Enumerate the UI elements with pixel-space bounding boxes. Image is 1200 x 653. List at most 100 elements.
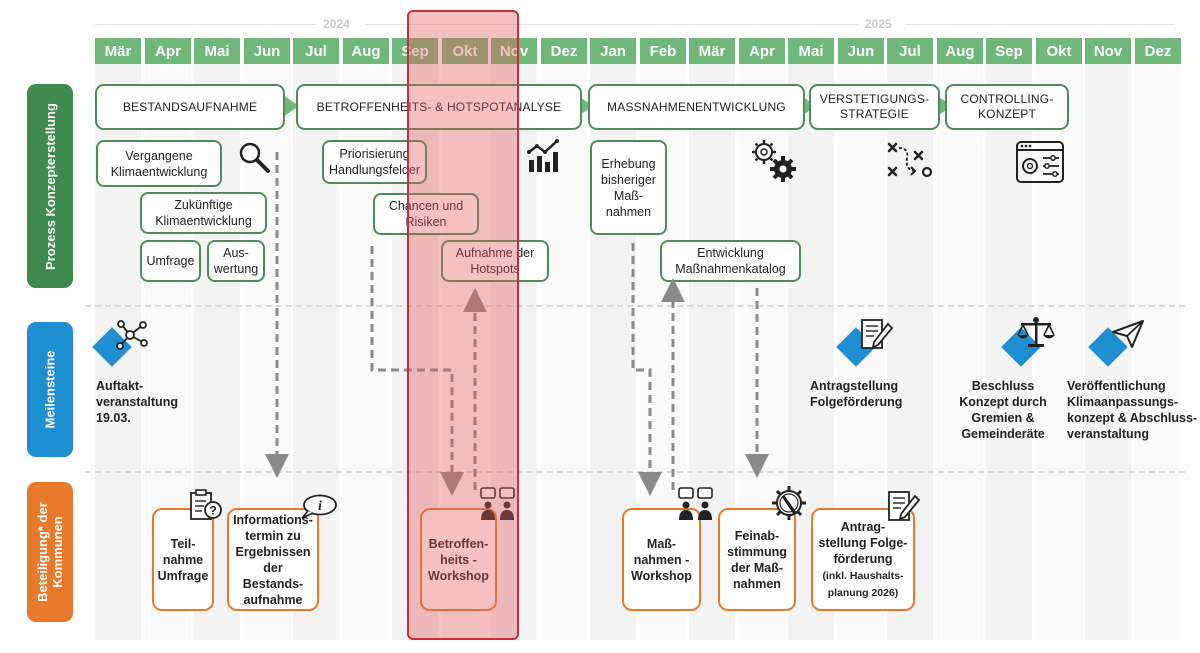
participation-info-line2: termin zu (245, 528, 301, 543)
phase-bestandsaufnahme: BESTANDSAUFNAHME (95, 84, 285, 130)
milestone-beschluss-line4: Gemeinderäte (961, 427, 1045, 441)
year-rule-left-2024 (95, 24, 317, 25)
strategy-plan-icon (887, 142, 933, 178)
task-erhebung-line3: Maß- (613, 188, 644, 203)
milestone-auftakt-line1: Auftakt- (96, 379, 144, 393)
magnifier-icon (239, 142, 270, 173)
task-zukuenftige-line2: Klimaentwicklung (155, 214, 252, 228)
month-header-13: Apr (739, 38, 785, 64)
row-label-process: Prozess Konzepterstellung (27, 84, 73, 288)
participation-antrag-line5: planung 2026) (827, 586, 899, 599)
year-label-2024: 2024 (323, 17, 350, 31)
participation-workshop1-line1: Betroffen- (428, 536, 489, 551)
phase-betroffenheitsanalyse: BETROFFENHEITS- & HOTSPOTANALYSE (296, 84, 582, 130)
participation-antrag-line4: (inkl. Haushalts- (822, 569, 904, 582)
year-rule-left-2025 (587, 24, 859, 25)
phase-bestandsaufnahme-label: BESTANDSAUFNAHME (122, 99, 258, 114)
discussion-people-icon (480, 487, 515, 520)
participation-workshop1-line3: Workshop (428, 568, 489, 583)
milestone-auftakt-line2: veranstaltung (96, 395, 178, 409)
participation-fein-line4: nahmen (733, 576, 781, 591)
participation-antragstellung-folgefoerderung: Antrag-stellung Folge-förderung(inkl. Ha… (811, 508, 915, 611)
milestone-veroeff-line1: Veröffentlichung (1067, 379, 1166, 393)
month-header-7: Okt (442, 38, 488, 64)
month-header-15: Jun (838, 38, 884, 64)
task-katalog-line2: Maßnahmenkatalog (675, 262, 786, 276)
milestone-beschluss-line3: Gremien & (971, 411, 1035, 425)
phase-betroffenheitsanalyse-label: BETROFFENHEITS- & HOTSPOTANALYSE (316, 99, 562, 114)
task-erhebung-line1: Erhebung (601, 156, 656, 171)
task-zukuenftige-line1: Zukünftige (174, 198, 233, 212)
milestone-beschluss-line2: Konzept durch (959, 395, 1047, 409)
month-header-3: Jun (244, 38, 290, 64)
phase-controlling-line1: CONTROLLING- (960, 92, 1054, 106)
month-header-12: Mär (689, 38, 735, 64)
highlight-current-period (407, 10, 519, 640)
document-edit-icon (861, 319, 894, 349)
month-header-8: Nov (491, 38, 537, 64)
phase-massnahmenentwicklung: MASSNAHMENENTWICKLUNG (588, 84, 805, 130)
month-header-0: Mär (95, 38, 141, 64)
svg-text:i: i (318, 499, 322, 514)
task-erhebung-line2: bisheriger (601, 172, 656, 187)
phase-controllingkonzept: CONTROLLING-KONZEPT (945, 84, 1069, 130)
task-auswertung-line1: Aus- (223, 246, 249, 260)
phase-arrow-1 (283, 95, 299, 117)
month-header-11: Feb (640, 38, 686, 64)
month-header-19: Okt (1036, 38, 1082, 64)
month-header-18: Sep (986, 38, 1032, 64)
participation-info-line5: aufnahme (243, 592, 303, 607)
participation-teilnahme-line2: nahme (162, 552, 204, 567)
task-umfrage-label: Umfrage (146, 254, 195, 268)
settings-window-icon (1016, 141, 1064, 183)
gears-icon (752, 140, 796, 182)
month-column-17 (937, 60, 983, 640)
participation-teilnahme-line1: Teil- (170, 536, 196, 551)
month-column-21 (1135, 60, 1181, 640)
phase-verstetigungsstrategie-label: VERSTETIGUNGS-STRATEGIE (820, 92, 929, 122)
participation-teilnahme-line3: Umfrage (157, 568, 209, 583)
month-header-9: Dez (541, 38, 587, 64)
participation-fein-line1: Feinab- (734, 528, 780, 543)
month-header-5: Aug (343, 38, 389, 64)
month-header-20: Nov (1085, 38, 1131, 64)
participation-info-line4: der Bestands- (242, 560, 304, 591)
participation-workshop2-line1: Maß- (646, 536, 677, 551)
task-vergangene-line2: Klimaentwicklung (110, 164, 208, 179)
task-hotspots-line1: Aufnahme der (455, 246, 535, 260)
month-header-17: Aug (937, 38, 983, 64)
month-header-16: Jul (887, 38, 933, 64)
phase-verstetigungsstrategie: VERSTETIGUNGS-STRATEGIE (809, 84, 940, 130)
task-chancen-line2: Risiken (405, 215, 447, 229)
task-erhebung-line4: nahmen (605, 204, 652, 219)
clipboard-question-icon: ? (190, 489, 222, 520)
participation-fein-line2: stimmung (727, 544, 787, 559)
month-header-14: Mai (788, 38, 834, 64)
milestone-veroeff-line3: konzept & Abschluss- (1067, 411, 1198, 425)
milestone-antrag-line1: Antragstellung (810, 379, 899, 393)
year-label-2025: 2025 (865, 17, 892, 31)
month-header-2: Mai (194, 38, 240, 64)
task-auswertung: Aus-wertung (207, 240, 265, 282)
document-edit-icon-2 (888, 491, 921, 521)
month-header-1: Apr (145, 38, 191, 64)
milestone-veroeff-line4: veranstaltung (1067, 427, 1149, 441)
participation-antrag-line2: stellung Folge- (818, 535, 908, 550)
participation-workshop2-line3: Workshop (631, 568, 692, 583)
row-separator-2 (85, 471, 1185, 473)
task-priorisierung-line2: Handlungsfelder (328, 163, 421, 177)
milestone-beschluss-line1: Beschluss (971, 379, 1035, 393)
participation-workshop2-line2: nahmen - (633, 552, 690, 567)
phase-massnahmenentwicklung-label: MASSNAHMENENTWICKLUNG (607, 99, 786, 114)
